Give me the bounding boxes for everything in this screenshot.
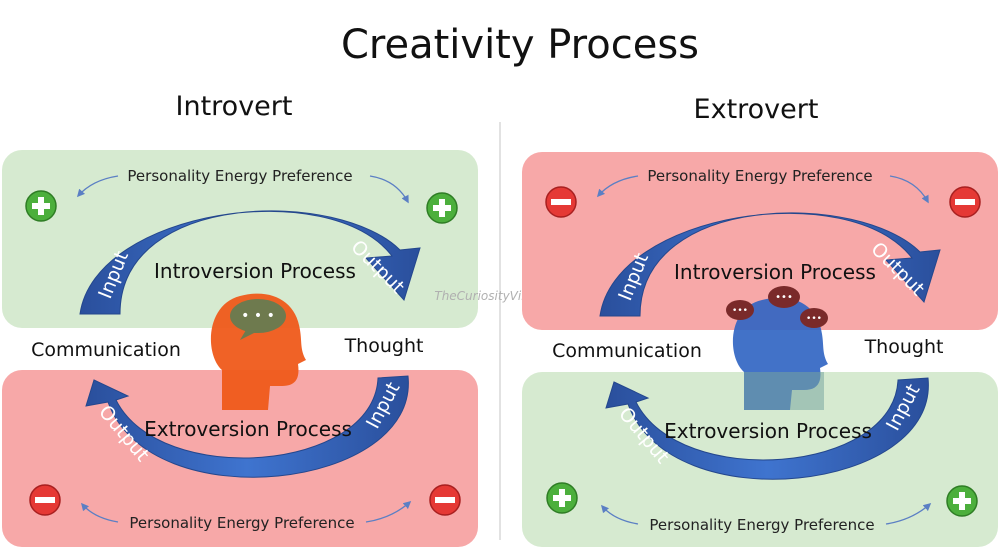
introvert-top-right-pointer: [369, 175, 409, 204]
introvert-bottom-right-minus-icon: [429, 484, 461, 516]
introvert-top-left-plus-icon: [25, 190, 57, 222]
extrovert-bottom-right-pointer: [885, 502, 932, 525]
introvert-bottom-left-minus-icon: [29, 484, 61, 516]
extrovert-thought-label: Thought: [864, 336, 944, 358]
extrovert-top-left-minus-icon: [545, 186, 577, 218]
introvert-top-process-label: Introversion Process: [154, 259, 356, 283]
introvert-top-energy-label: Personality Energy Preference: [127, 167, 352, 185]
extrovert-head-icon: [732, 297, 828, 410]
introvert-heading: Introvert: [176, 91, 293, 122]
extrovert-top-right-pointer: [889, 175, 929, 204]
extrovert-heading: Extrovert: [694, 94, 819, 125]
extrovert-communication-label: Communication: [552, 340, 702, 362]
extrovert-bottom-right-plus-icon: [946, 485, 978, 517]
introvert-bottom-energy-label: Personality Energy Preference: [129, 514, 354, 532]
introvert-thought-label: Thought: [344, 335, 424, 357]
extrovert-top-left-pointer: [596, 175, 639, 198]
extrovert-bottom-process-arrow: [605, 377, 929, 480]
introvert-column: Introvert Personality Energy Preference …: [2, 91, 478, 547]
introvert-bottom-right-pointer: [365, 500, 412, 523]
page-title: Creativity Process: [341, 22, 699, 68]
svg-text:•••: •••: [806, 314, 822, 324]
introvert-top-right-plus-icon: [426, 192, 458, 224]
introvert-communication-label: Communication: [31, 339, 181, 361]
extrovert-speech-bubbles-icon: ••• ••• •••: [726, 286, 828, 328]
introvert-bottom-left-pointer: [80, 502, 119, 523]
extrovert-bottom-left-pointer: [600, 504, 639, 525]
introvert-bottom-process-arrow: [85, 375, 409, 478]
extrovert-top-process-label: Introversion Process: [674, 260, 876, 284]
introvert-top-process-arrow: [79, 210, 421, 315]
extrovert-top-process-arrow: [599, 212, 941, 317]
extrovert-top-energy-label: Personality Energy Preference: [647, 167, 872, 185]
extrovert-bottom-left-plus-icon: [546, 482, 578, 514]
extrovert-bottom-energy-label: Personality Energy Preference: [649, 516, 874, 534]
introvert-head-icon: • • •: [210, 293, 306, 410]
extrovert-top-right-minus-icon: [949, 186, 981, 218]
introvert-bottom-process-label: Extroversion Process: [144, 417, 352, 441]
introvert-top-left-pointer: [76, 175, 119, 198]
svg-text:•••: •••: [732, 306, 748, 316]
svg-text:• • •: • • •: [241, 308, 275, 324]
extrovert-column: Extrovert Personality Energy Preference …: [522, 94, 998, 547]
extrovert-bottom-process-label: Extroversion Process: [664, 419, 872, 443]
svg-text:•••: •••: [775, 292, 793, 303]
